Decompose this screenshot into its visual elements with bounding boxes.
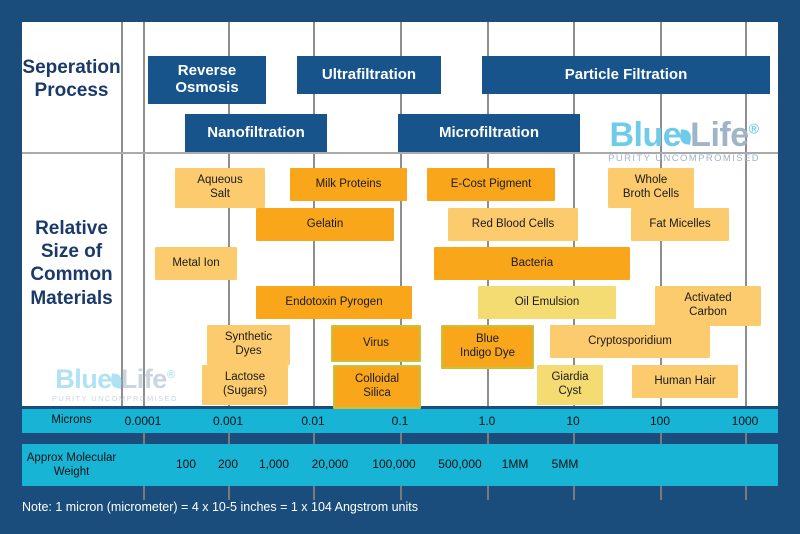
material-box-fat-micelles[interactable]: Fat Micelles: [631, 208, 729, 241]
tick-label-001: 0.01: [301, 414, 325, 428]
scale-tick: [487, 433, 489, 444]
tick-label-1MM: 1MM: [501, 457, 529, 471]
gridline-0.1: [400, 22, 402, 406]
section-divider: [22, 152, 778, 154]
material-box-endotoxin-pyrogen[interactable]: Endotoxin Pyrogen: [256, 286, 412, 319]
microns-label: Microns: [51, 414, 92, 426]
scale-tick: [573, 486, 575, 500]
scale-tick: [313, 433, 315, 444]
logo-tagline: PURITY UNCOMPROMISED: [52, 394, 178, 403]
scale-tick: [745, 433, 747, 444]
material-box-red-blood-cells[interactable]: Red Blood Cells: [448, 208, 578, 241]
tick-label-10: 1.0: [478, 414, 496, 428]
scale-tick: [228, 433, 230, 444]
material-box-oil-emulsion[interactable]: Oil Emulsion: [478, 286, 616, 319]
scale-tick: [745, 486, 747, 500]
microns-scale-row: Microns 0.0001 0.001 0.01 0.1 1.0 10 100 1000: [22, 409, 778, 433]
material-box-cryptosporidium[interactable]: Cryptosporidium: [550, 325, 710, 358]
tick-label-0001: 0.001: [212, 414, 244, 428]
footnote: Note: 1 micron (micrometer) = 4 x 10-5 i…: [22, 500, 419, 514]
material-box-lactose-sugars[interactable]: Lactose(Sugars): [202, 365, 288, 405]
logo-tagline: PURITY UNCOMPROMISED: [608, 153, 760, 164]
logo-life-text: Life: [120, 364, 168, 394]
row-label-divider: [121, 22, 123, 406]
logo-life-text: Life: [690, 116, 749, 154]
tick-label-100: 100: [649, 414, 671, 428]
gridline-1000: [745, 22, 747, 406]
process-bar-ultrafiltration[interactable]: Ultrafiltration: [297, 56, 441, 94]
material-box-metal-ion[interactable]: Metal Ion: [155, 247, 237, 280]
tick-label-20000: 20,000: [311, 457, 349, 471]
process-bar-nanofiltration[interactable]: Nanofiltration: [185, 114, 327, 152]
scale-tick: [143, 486, 145, 500]
tick-label-10: 10: [566, 414, 580, 428]
logo-wordmark: Blue Life®: [52, 366, 178, 393]
material-box-milk-proteins[interactable]: Milk Proteins: [290, 168, 407, 201]
tick-label-1000: 1000: [731, 414, 759, 428]
tick-label-1000: 1,000: [258, 457, 290, 471]
material-box-virus[interactable]: Virus: [331, 325, 421, 362]
tick-label-00001: 0.0001: [124, 414, 162, 428]
tick-label-5MM: 5MM: [551, 457, 579, 471]
logo-blue-text: Blue: [55, 364, 112, 394]
gridline-0.001: [228, 22, 230, 406]
scale-tick: [313, 486, 315, 500]
material-box-human-hair[interactable]: Human Hair: [632, 365, 738, 398]
process-bar-particle-filtration[interactable]: Particle Filtration: [482, 56, 770, 94]
material-box-gelatin[interactable]: Gelatin: [256, 208, 394, 241]
registered-icon: ®: [166, 369, 175, 381]
registered-icon: ®: [748, 121, 760, 138]
scale-tick: [487, 486, 489, 500]
tick-label-01: 0.1: [391, 414, 409, 428]
tick-label-200: 200: [217, 457, 239, 471]
tick-label-500000: 500,000: [438, 457, 482, 471]
logo-blue-text: Blue: [609, 116, 682, 154]
bluelife-watermark-logo: Blue Life® PURITY UNCOMPROMISED: [52, 366, 178, 404]
scale-tick: [400, 433, 402, 444]
gridline-0.0001: [143, 22, 145, 406]
scale-tick: [400, 486, 402, 500]
scale-tick: [573, 433, 575, 444]
material-box-bacteria[interactable]: Bacteria: [434, 247, 630, 280]
tick-label-100000: 100,000: [372, 457, 416, 471]
material-box-e-cost-pigment[interactable]: E-Cost Pigment: [427, 168, 555, 201]
scale-tick: [143, 433, 145, 444]
scale-tick: [228, 486, 230, 500]
scale-tick: [660, 433, 662, 444]
process-bar-microfiltration[interactable]: Microfiltration: [398, 114, 580, 152]
scale-tick: [660, 486, 662, 500]
tick-label-100: 100: [175, 457, 197, 471]
